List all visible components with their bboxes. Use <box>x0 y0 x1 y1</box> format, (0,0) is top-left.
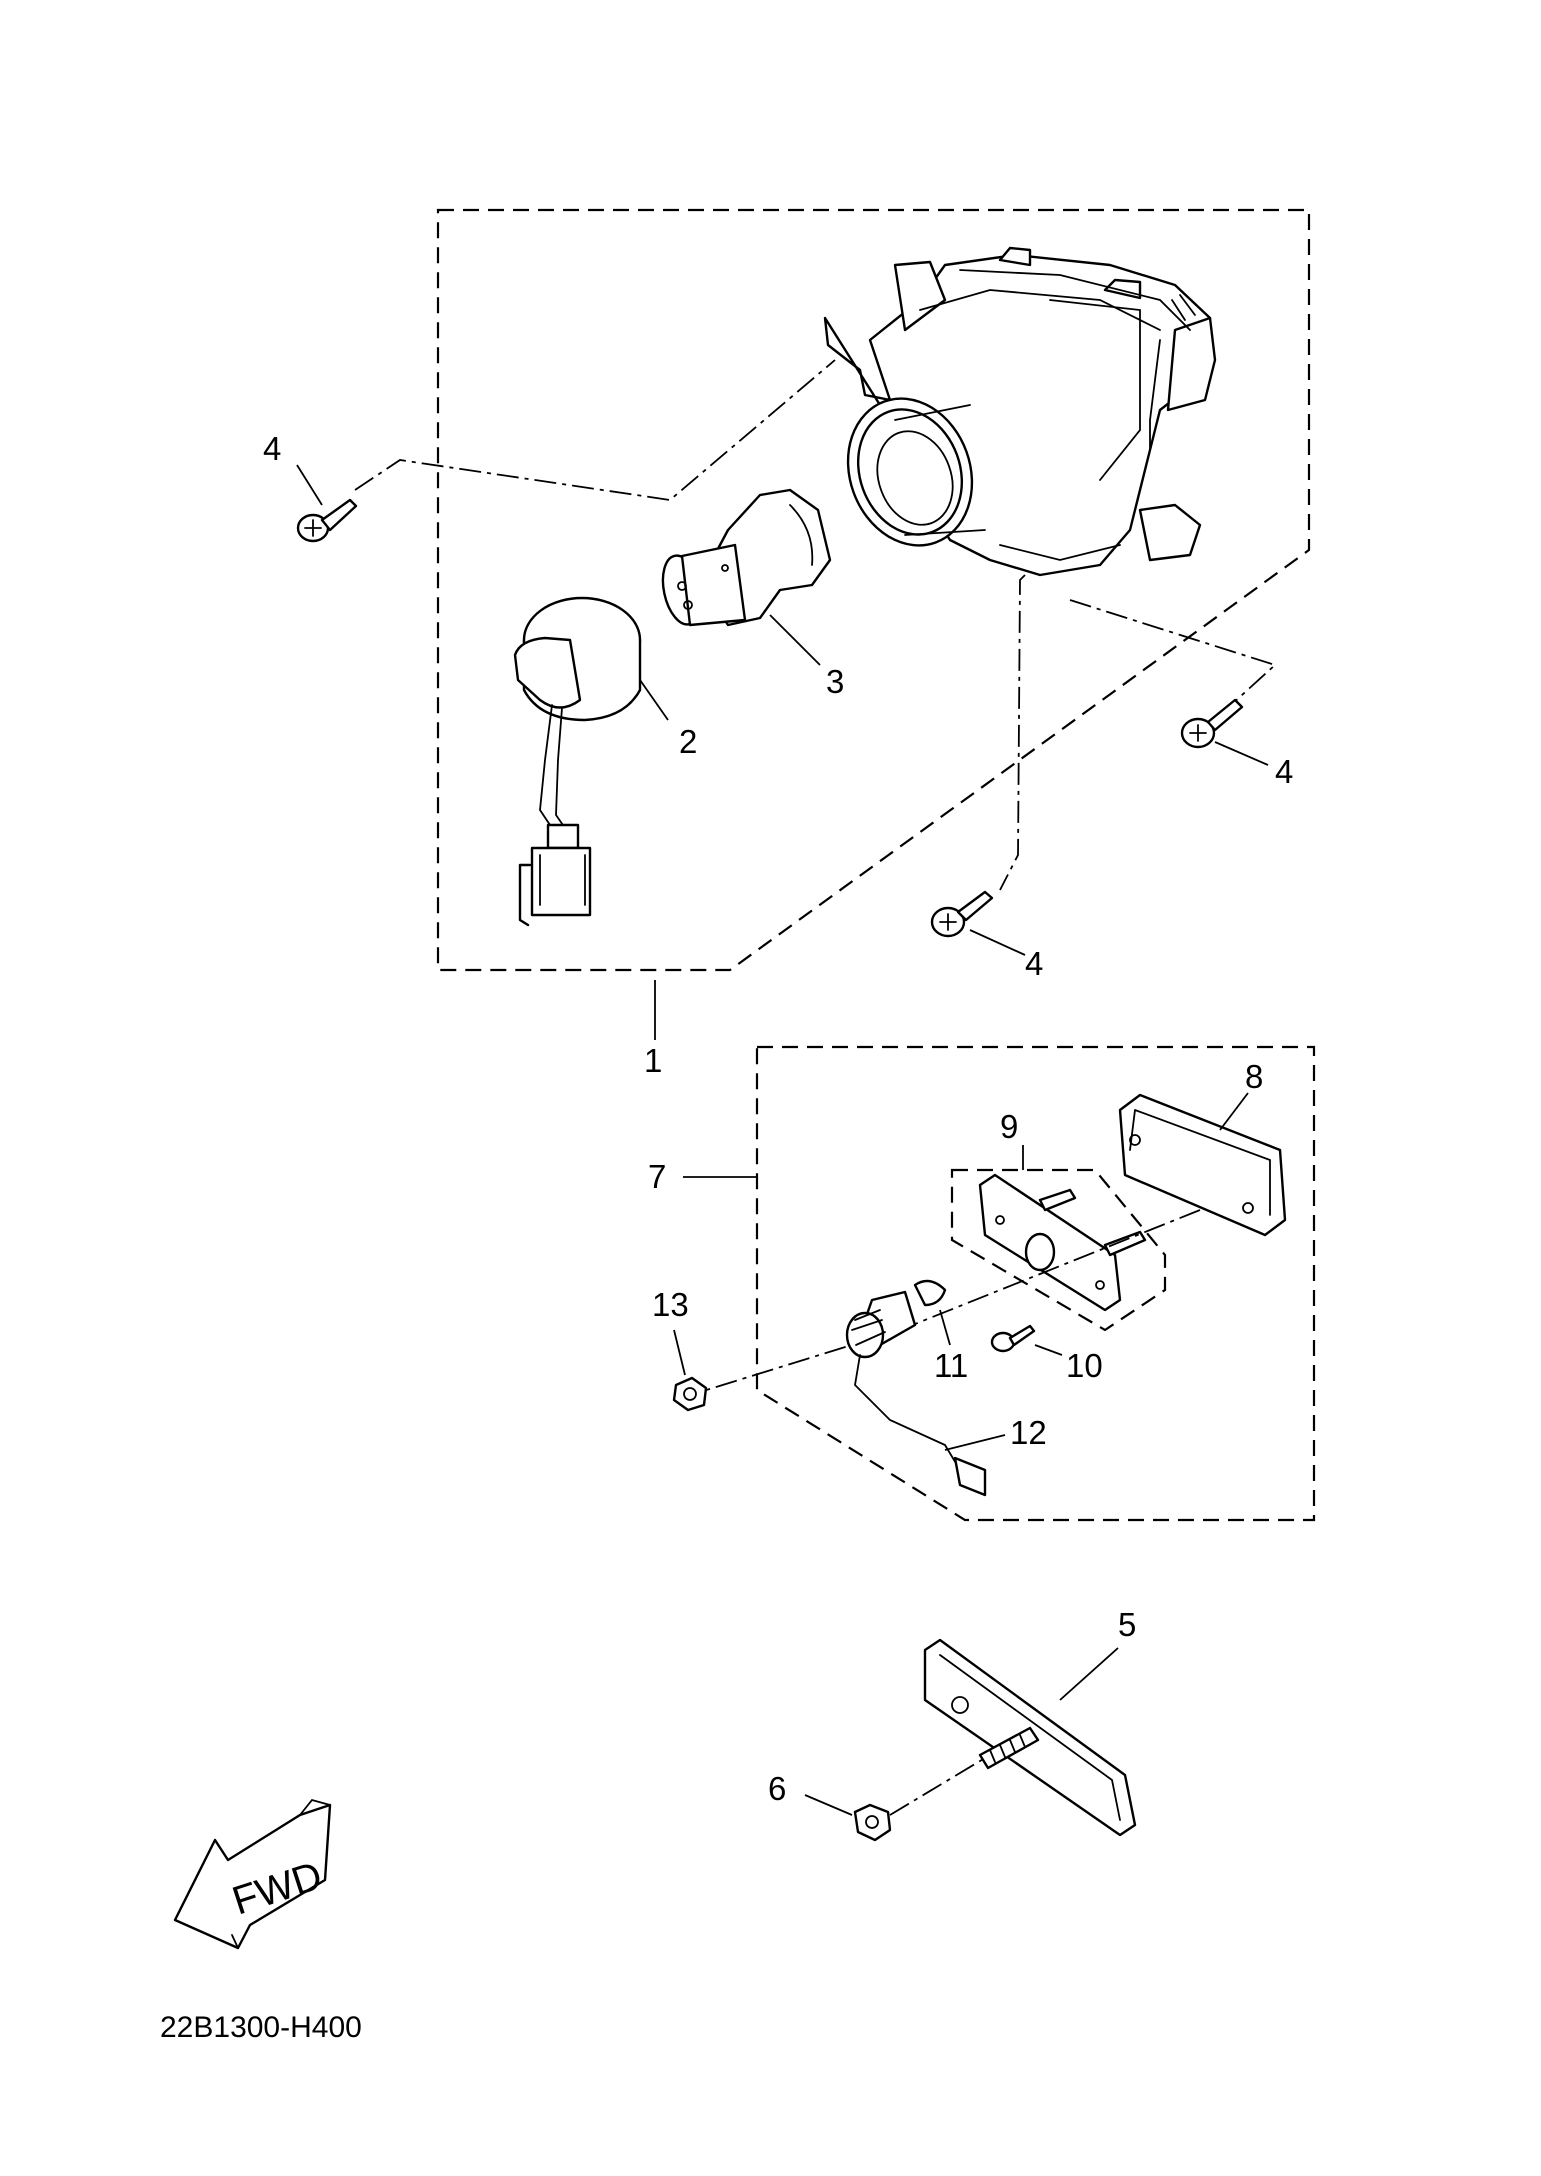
leader-2 <box>639 679 669 721</box>
callout-4a: 4 <box>263 430 281 467</box>
callout-9: 9 <box>1000 1108 1018 1145</box>
screw-4b <box>1180 698 1244 749</box>
callout-7: 7 <box>648 1158 666 1195</box>
group-9-outline <box>950 1168 1167 1332</box>
callout-1: 1 <box>644 1042 662 1079</box>
base-plate <box>978 1173 1147 1312</box>
screw-4c-line <box>999 574 1026 891</box>
nut-13 <box>672 1376 708 1412</box>
screw-4b-line <box>1069 599 1277 716</box>
tail-light-housing <box>823 246 1217 577</box>
callout-4b: 4 <box>1275 753 1293 790</box>
screw-10 <box>990 1324 1036 1353</box>
callout-2: 2 <box>679 723 697 760</box>
assembly-1-outline <box>436 208 1311 972</box>
leader-11 <box>939 1309 951 1346</box>
leader-4a <box>296 464 323 506</box>
lens-axis-line <box>699 1209 1201 1393</box>
leader-4c <box>969 929 1026 956</box>
leader-4b <box>1214 741 1269 766</box>
screw-4a-line <box>354 359 836 501</box>
leader-6 <box>804 1794 853 1816</box>
license-socket-cord <box>845 1290 987 1497</box>
callout-5: 5 <box>1118 1606 1136 1643</box>
reflector-axis-line <box>889 1757 986 1816</box>
drawing-code: 22B1300-H400 <box>160 2011 362 2044</box>
nut-6 <box>853 1803 892 1842</box>
license-bulb <box>913 1279 947 1307</box>
callout-13: 13 <box>652 1286 689 1323</box>
callout-12: 12 <box>1010 1414 1047 1451</box>
leader-5 <box>1059 1647 1119 1701</box>
leader-12 <box>944 1434 1006 1451</box>
leader-8 <box>1219 1092 1249 1131</box>
callout-6: 6 <box>768 1770 786 1807</box>
bulb <box>661 488 832 627</box>
callout-8: 8 <box>1245 1058 1263 1095</box>
callout-11: 11 <box>934 1347 968 1384</box>
screw-4c <box>930 890 994 938</box>
callout-10: 10 <box>1066 1347 1103 1384</box>
leader-10 <box>1034 1344 1063 1356</box>
screw-4a <box>296 498 358 543</box>
lens-cover <box>1118 1093 1287 1237</box>
reflector <box>923 1638 1137 1837</box>
callout-3: 3 <box>826 663 844 700</box>
fwd-arrow-icon: FWD <box>173 1798 332 1950</box>
leader-13 <box>673 1329 686 1376</box>
callout-4c: 4 <box>1025 945 1043 982</box>
assembly-7-outline <box>755 1045 1316 1522</box>
socket-cord <box>513 596 642 927</box>
leader-3 <box>769 614 821 666</box>
